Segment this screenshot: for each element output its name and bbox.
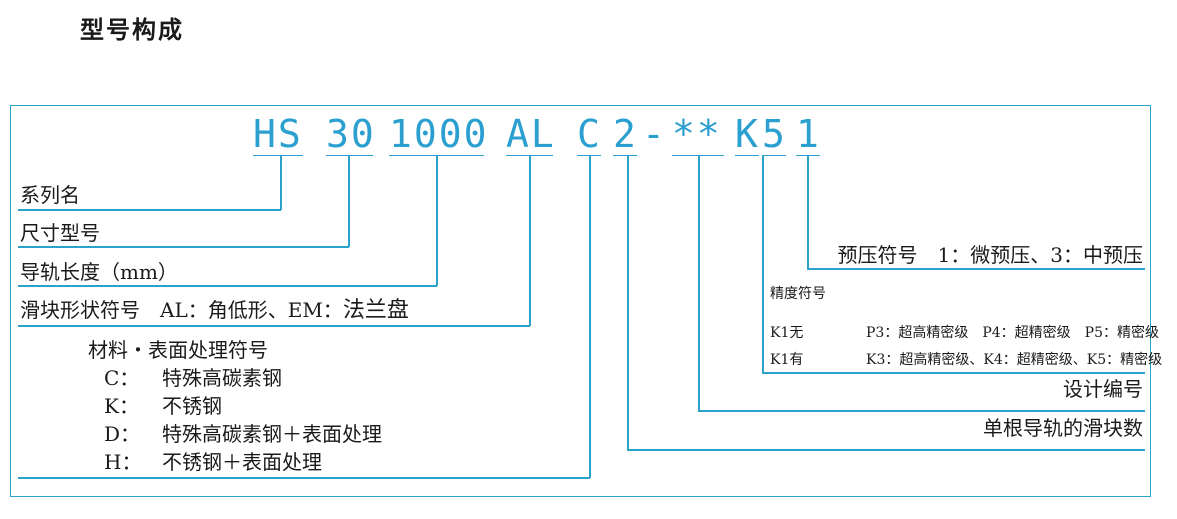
leader-precision-h bbox=[762, 372, 1145, 374]
code-design-no: ** bbox=[672, 112, 722, 156]
code-precision-grade: 5 bbox=[762, 112, 787, 156]
material-desc-d: 特殊高碳素钢＋表面处理 bbox=[162, 422, 382, 446]
label-block-shape-flange: 法兰盘 bbox=[342, 298, 409, 323]
diagram-frame bbox=[10, 105, 1151, 497]
label-blocks-per-rail: 单根导轨的滑块数 bbox=[983, 416, 1143, 440]
label-precision: 精度符号 bbox=[770, 286, 826, 302]
code-material-underline bbox=[577, 155, 601, 156]
leader-material-h bbox=[18, 477, 590, 479]
precision-row-2-grades: K3：超高精密级、K4：超精密级、K5：精密级 bbox=[866, 352, 1163, 368]
code-rail-length: 1000 bbox=[389, 112, 489, 156]
code-blocks-per-rail-underline bbox=[613, 155, 637, 156]
leader-size-h bbox=[18, 246, 349, 248]
material-heading: 材料・表面处理符号 bbox=[88, 338, 268, 362]
code-preload-underline bbox=[796, 155, 820, 156]
leader-block-shape-v bbox=[529, 156, 531, 326]
leader-preload-h bbox=[807, 268, 1145, 270]
code-dash: - bbox=[642, 112, 667, 156]
code-size: 30 bbox=[326, 112, 376, 156]
leader-design-no-h bbox=[698, 410, 1145, 412]
material-desc-h: 不锈钢＋表面处理 bbox=[162, 450, 322, 474]
leader-preload-v bbox=[807, 156, 809, 269]
precision-row-1-grades: P3：超高精密级 P4：超精密级 P5：精密级 bbox=[866, 325, 1159, 341]
precision-row-2-prefix: K1有 bbox=[770, 352, 804, 368]
code-rail-length-underline bbox=[389, 155, 484, 156]
label-block-shape-prefix: 滑块形状符号 AL：角低形、EM： bbox=[20, 298, 343, 322]
label-rail-length: 导轨长度（mm） bbox=[20, 260, 178, 284]
code-size-underline bbox=[326, 155, 373, 156]
code-design-no-underline bbox=[672, 155, 724, 156]
code-blocks-per-rail: 2 bbox=[613, 112, 638, 156]
leader-blocks-per-rail-v bbox=[627, 156, 629, 450]
leader-size-v bbox=[348, 156, 350, 247]
code-preload: 1 bbox=[796, 112, 821, 156]
code-block-shape: AL bbox=[506, 112, 556, 156]
code-precision: K bbox=[735, 112, 760, 156]
label-block-shape: 滑块形状符号 AL：角低形、EM：法兰盘 bbox=[20, 298, 409, 323]
label-design-no: 设计编号 bbox=[1063, 377, 1143, 401]
material-code-d: D： bbox=[104, 422, 141, 446]
label-preload: 预压符号 1：微预压、3：中预压 bbox=[837, 243, 1143, 267]
leader-series-h bbox=[18, 209, 281, 211]
material-desc-k: 不锈钢 bbox=[162, 394, 222, 418]
code-block-shape-underline bbox=[506, 155, 553, 156]
material-code-h: H： bbox=[104, 450, 142, 474]
code-material: C bbox=[577, 112, 602, 156]
leader-blocks-per-rail-h bbox=[627, 449, 1145, 451]
leader-precision-v bbox=[762, 156, 764, 373]
leader-rail-length-h bbox=[18, 285, 437, 287]
material-code-c: C： bbox=[104, 366, 140, 390]
code-series: HS bbox=[253, 112, 303, 156]
code-series-underline bbox=[253, 155, 303, 156]
leader-block-shape-h bbox=[18, 325, 530, 327]
precision-row-1-prefix: K1无 bbox=[770, 325, 804, 341]
leader-series-v bbox=[280, 156, 282, 210]
leader-material-v bbox=[589, 156, 591, 478]
code-precision-grade-underline bbox=[762, 155, 786, 156]
leader-rail-length-v bbox=[436, 156, 438, 286]
label-size: 尺寸型号 bbox=[20, 221, 100, 245]
material-desc-c: 特殊高碳素钢 bbox=[162, 366, 282, 390]
material-code-k: K： bbox=[104, 394, 139, 418]
page-title: 型号构成 bbox=[80, 16, 184, 44]
leader-design-no-v bbox=[698, 156, 700, 411]
code-precision-underline bbox=[735, 155, 759, 156]
label-series: 系列名 bbox=[20, 183, 80, 207]
